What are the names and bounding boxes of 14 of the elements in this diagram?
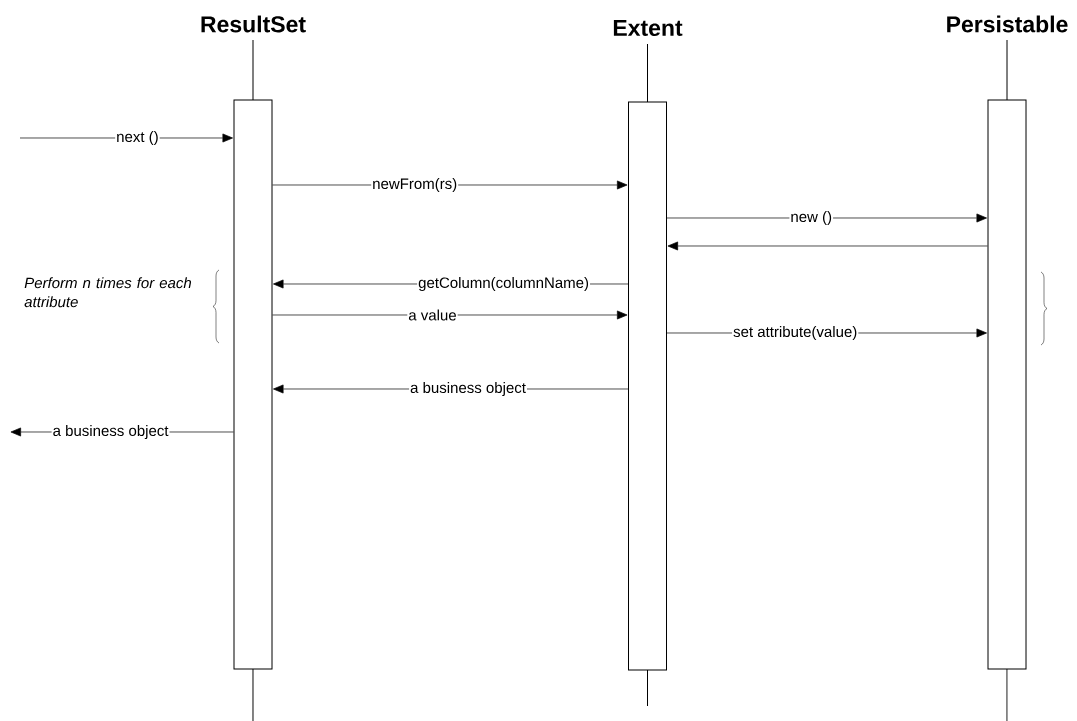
lifeline-heading: ResultSet	[201, 15, 306, 33]
message-label: getColumn(columnName)	[417, 276, 591, 292]
message-label: set attribute(value)	[732, 325, 859, 341]
message-arrow	[667, 241, 988, 251]
message-label: a business object	[51, 424, 170, 440]
message-label: next ()	[115, 130, 160, 146]
lifeline-heading: Persistable	[947, 15, 1068, 33]
message-label: a business object	[409, 381, 527, 397]
message-label: newFrom(rs)	[371, 177, 459, 193]
note: Perform n times for each attribute	[24, 277, 192, 308]
message-label: new ()	[789, 210, 834, 226]
message-arrow	[666, 213, 987, 223]
message-label: a value	[407, 308, 458, 322]
lifeline-heading: Extent	[613, 19, 683, 36]
